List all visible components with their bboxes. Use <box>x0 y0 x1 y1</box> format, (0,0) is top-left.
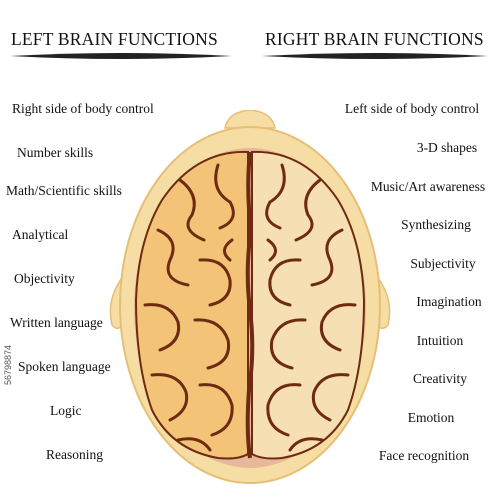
left-function-item: Analytical <box>12 227 69 242</box>
right-function-item: Synthesizing <box>401 217 471 232</box>
right-function-item: Subjectivity <box>410 256 476 271</box>
left-function-item: Reasoning <box>46 447 103 462</box>
right-heading-underline <box>262 53 488 59</box>
left-function-item: Right side of body control <box>12 101 154 116</box>
right-function-item: Emotion <box>407 410 455 425</box>
stock-id-watermark: 56798874 <box>3 344 13 385</box>
right-brain-heading: RIGHT BRAIN FUNCTIONS <box>265 29 484 49</box>
right-function-item: Music/Art awareness <box>370 179 486 194</box>
left-heading-underline <box>10 53 232 59</box>
left-function-item: Logic <box>50 403 82 418</box>
right-function-item: Imagination <box>416 294 482 309</box>
brain-folds <box>143 163 357 452</box>
right-function-item: Creativity <box>413 371 467 386</box>
right-function-item: Intuition <box>416 333 464 348</box>
left-function-item: Math/Scientific skills <box>6 183 122 198</box>
right-function-item: 3-D shapes <box>416 140 478 155</box>
left-function-item: Number skills <box>17 145 94 160</box>
longitudinal-fissure <box>245 151 255 459</box>
right-function-item: Left side of body control <box>344 101 480 116</box>
left-brain-heading: LEFT BRAIN FUNCTIONS <box>11 29 218 49</box>
brain-top-view-illustration <box>109 110 391 484</box>
right-function-item: Face recognition <box>378 448 470 463</box>
left-function-item: Objectivity <box>14 271 75 286</box>
left-function-item: Written language <box>10 315 103 330</box>
left-function-item: Spoken language <box>18 359 111 374</box>
